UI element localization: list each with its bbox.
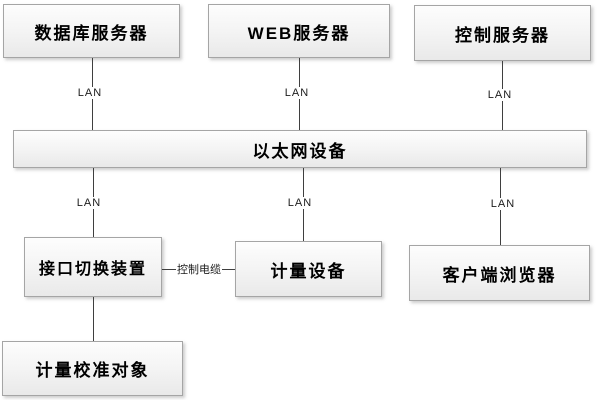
lan-label-browser: LAN [487, 198, 519, 210]
node-web-server: WEB服务器 [208, 4, 390, 58]
node-calibration-object: 计量校准对象 [2, 341, 183, 396]
node-metering-device: 计量设备 [235, 241, 382, 297]
lan-label-switch: LAN [73, 197, 105, 209]
node-ethernet-device-label: 以太网设备 [252, 141, 348, 161]
node-database-server-label: 数据库服务器 [34, 23, 149, 43]
lan-label-db: LAN [74, 87, 106, 99]
node-control-server-label: 控制服务器 [455, 25, 550, 45]
connector-switch-to-calibration [93, 297, 94, 341]
node-database-server: 数据库服务器 [3, 4, 180, 58]
node-client-browser: 客户端浏览器 [409, 245, 590, 301]
node-web-server-label: WEB服务器 [247, 23, 351, 43]
node-calibration-object-label: 计量校准对象 [35, 361, 150, 380]
control-cable-label: 控制电缆 [176, 261, 222, 277]
node-interface-switch: 接口切换装置 [24, 237, 162, 297]
lan-label-web: LAN [281, 87, 313, 99]
node-interface-switch-label: 接口切换装置 [38, 261, 147, 278]
node-control-server: 控制服务器 [414, 5, 591, 61]
lan-label-control: LAN [484, 89, 516, 101]
node-ethernet-device: 以太网设备 [13, 130, 587, 168]
node-metering-device-label: 计量设备 [270, 261, 347, 281]
node-client-browser-label: 客户端浏览器 [442, 265, 557, 285]
lan-label-meter: LAN [284, 197, 316, 209]
